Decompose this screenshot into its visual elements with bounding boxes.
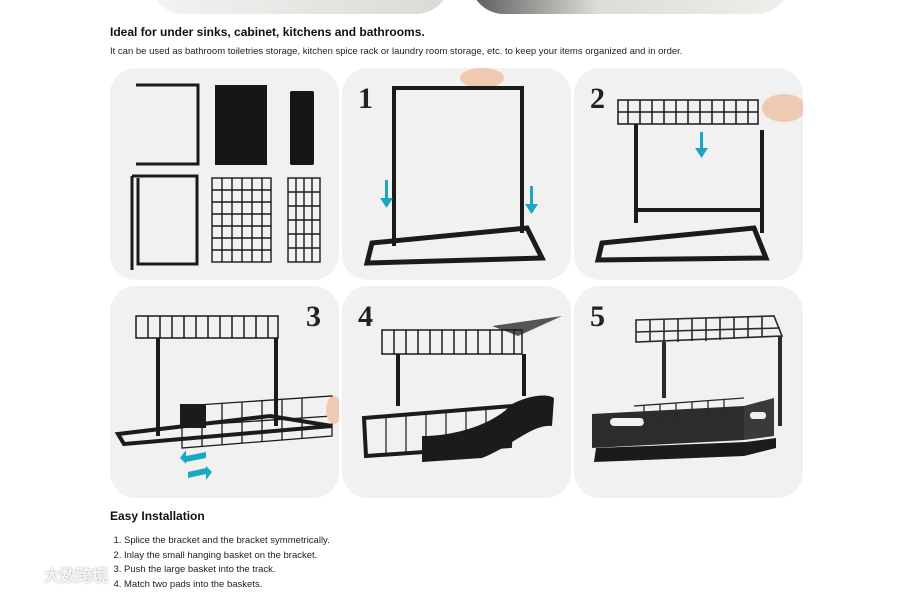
list-item: Match two pads into the baskets.: [124, 578, 330, 592]
list-item: Inlay the small hanging basket on the br…: [124, 549, 330, 564]
installation-steps-grid: 1 2: [110, 68, 803, 498]
step-number: 4: [358, 300, 373, 334]
previous-image-left: [150, 0, 450, 14]
parts-tile: [110, 68, 339, 280]
watermark-text: 大数跨境: [44, 562, 108, 586]
step-number: 2: [590, 82, 605, 116]
step-number: 3: [306, 300, 321, 334]
parts-illustration: [110, 68, 339, 280]
step-5-illustration: [574, 286, 803, 498]
previous-image-strip: [110, 0, 800, 14]
step-5-tile: 5: [574, 286, 803, 498]
step-2-tile: 2: [574, 68, 803, 280]
installation-title: Easy Installation: [110, 509, 205, 523]
installation-steps-list: Splice the bracket and the bracket symme…: [110, 534, 330, 592]
step-3-illustration: [110, 286, 339, 498]
list-item: Splice the bracket and the bracket symme…: [124, 534, 330, 549]
step-4-illustration: [342, 286, 571, 498]
step-number: 1: [358, 82, 373, 116]
step-3-tile: 3: [110, 286, 339, 498]
headline: Ideal for under sinks, cabinet, kitchens…: [110, 25, 425, 39]
step-1-illustration: [342, 68, 571, 280]
watermark-logo-icon: [8, 563, 38, 585]
step-1-tile: 1: [342, 68, 571, 280]
step-4-tile: 4: [342, 286, 571, 498]
watermark: 大数跨境: [8, 562, 108, 586]
step-number: 5: [590, 300, 605, 334]
previous-image-right: [470, 0, 790, 14]
step-2-illustration: [574, 68, 803, 280]
description: It can be used as bathroom toiletries st…: [110, 46, 682, 57]
list-item: Push the large basket into the track.: [124, 563, 330, 578]
